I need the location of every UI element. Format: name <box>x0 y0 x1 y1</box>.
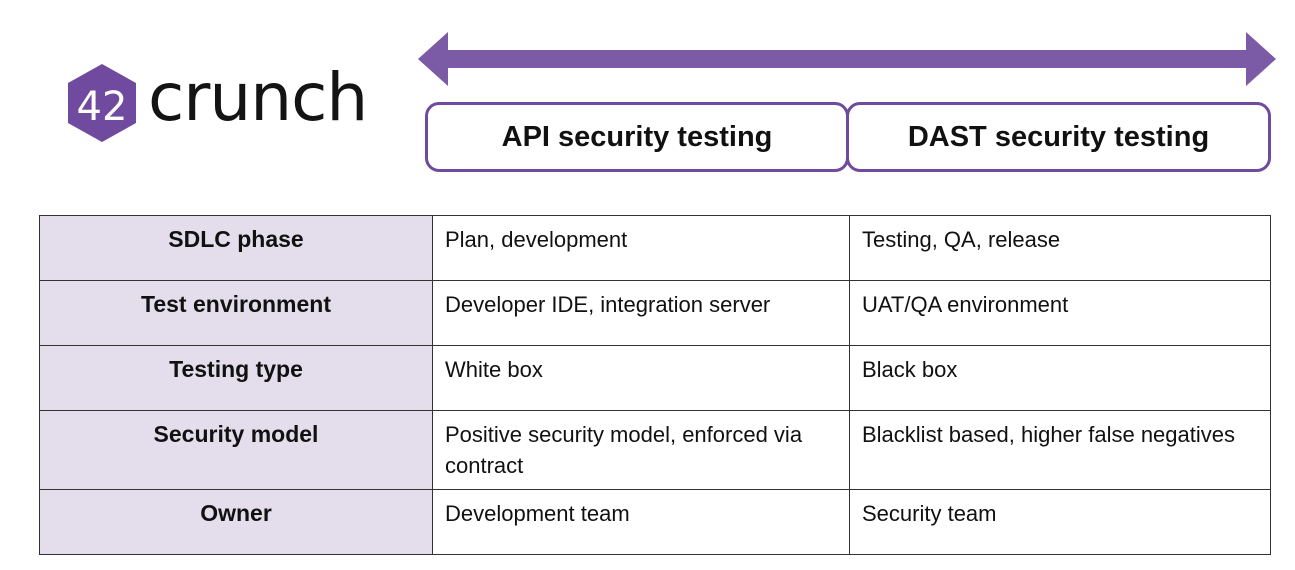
table-row: Security model Positive security model, … <box>39 410 1271 490</box>
row-label: Testing type <box>39 345 433 411</box>
logo-wordmark: crunch <box>148 59 368 136</box>
double-arrow-icon <box>418 32 1276 86</box>
hexagon-logo-icon: 42 <box>68 64 136 142</box>
dast-cell: UAT/QA environment <box>849 280 1271 346</box>
api-cell: Positive security model, enforced via co… <box>432 410 850 490</box>
api-cell: Developer IDE, integration server <box>432 280 850 346</box>
api-security-testing-header: API security testing <box>425 102 849 172</box>
dast-cell: Blacklist based, higher false negatives <box>849 410 1271 490</box>
dast-cell: Security team <box>849 489 1271 555</box>
row-label: Security model <box>39 410 433 490</box>
row-label: SDLC phase <box>39 215 433 281</box>
row-label: Owner <box>39 489 433 555</box>
dast-cell: Testing, QA, release <box>849 215 1271 281</box>
row-label: Test environment <box>39 280 433 346</box>
logo-mark-text: 42 <box>77 84 128 130</box>
table-row: Test environment Developer IDE, integrat… <box>39 280 1271 346</box>
table-row: SDLC phase Plan, development Testing, QA… <box>39 215 1271 281</box>
table-row: Owner Development team Security team <box>39 489 1271 555</box>
dast-security-testing-header: DAST security testing <box>846 102 1271 172</box>
comparison-table: SDLC phase Plan, development Testing, QA… <box>39 215 1271 555</box>
table-row: Testing type White box Black box <box>39 345 1271 411</box>
dast-cell: Black box <box>849 345 1271 411</box>
logo: 42 crunch <box>66 59 368 152</box>
api-cell: White box <box>432 345 850 411</box>
api-cell: Plan, development <box>432 215 850 281</box>
api-cell: Development team <box>432 489 850 555</box>
